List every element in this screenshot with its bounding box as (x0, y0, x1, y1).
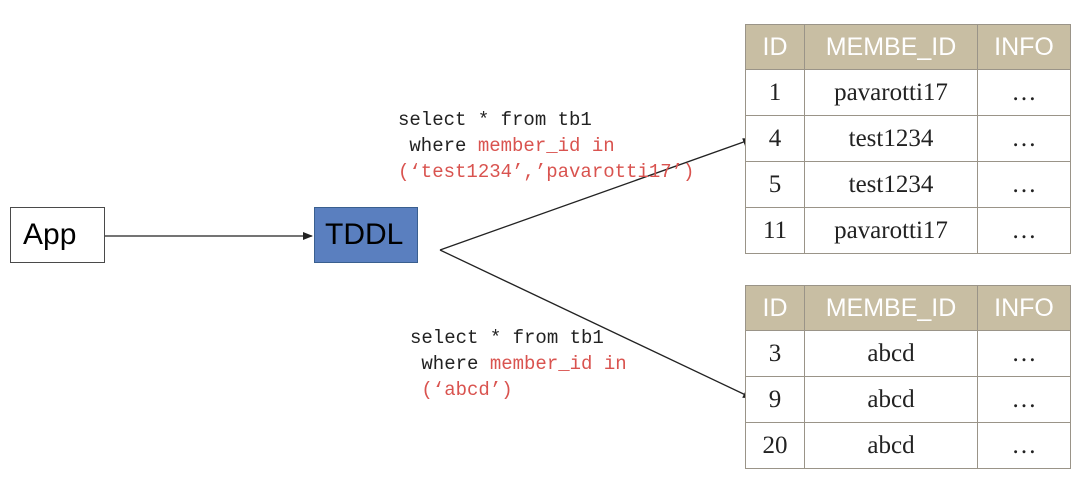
cell-member-id: pavarotti17 (804, 207, 978, 254)
cell-info: … (977, 69, 1071, 116)
cell-info: … (977, 115, 1071, 162)
query-1-line-3: (‘test1234’,’pavarotti17’) (398, 161, 695, 183)
table-row: 9 abcd … (745, 376, 1071, 423)
header-member-id: MEMBE_ID (804, 285, 978, 331)
cell-info: … (977, 161, 1071, 208)
table-row: 20 abcd … (745, 422, 1071, 469)
query-1-member-id: member_id in (477, 135, 615, 157)
app-label: App (23, 218, 77, 251)
query-1: select * from tb1 where member_id in(‘te… (398, 107, 694, 185)
cell-info: … (977, 376, 1071, 423)
table-header-row: ID MEMBE_ID INFO (745, 285, 1071, 331)
table-row: 4 test1234 … (745, 115, 1071, 162)
query-2-line-3: (‘abcd’) (410, 379, 513, 401)
cell-info: … (977, 207, 1071, 254)
cell-id: 20 (745, 422, 805, 469)
query-1-line-2: where member_id in (398, 133, 694, 159)
header-info: INFO (977, 285, 1071, 331)
table-header-row: ID MEMBE_ID INFO (745, 24, 1071, 70)
cell-member-id: test1234 (804, 115, 978, 162)
cell-id: 9 (745, 376, 805, 423)
table-row: 11 pavarotti17 … (745, 207, 1071, 254)
app-box: App (10, 207, 105, 263)
cell-member-id: pavarotti17 (804, 69, 978, 116)
db-table-1: ID MEMBE_ID INFO 1 pavarotti17 … 4 test1… (745, 24, 1071, 254)
header-info: INFO (977, 24, 1071, 70)
table-row: 3 abcd … (745, 330, 1071, 377)
db-table-2: ID MEMBE_ID INFO 3 abcd … 9 abcd … 20 ab… (745, 285, 1071, 469)
cell-id: 3 (745, 330, 805, 377)
cell-info: … (977, 330, 1071, 377)
cell-member-id: abcd (804, 376, 978, 423)
query-1-where: where (398, 135, 478, 157)
query-2-member-id: member_id in (489, 353, 627, 375)
header-id: ID (745, 24, 805, 70)
table-row: 1 pavarotti17 … (745, 69, 1071, 116)
tddl-to-table1-arrow (439, 138, 753, 251)
tddl-to-table2-arrow (439, 249, 753, 399)
tddl-label: TDDL (325, 218, 404, 251)
query-2-where: where (410, 353, 490, 375)
cell-member-id: abcd (804, 330, 978, 377)
query-2-line-1: select * from tb1 (410, 327, 604, 349)
query-2-line-2: where member_id in (410, 351, 627, 377)
cell-id: 4 (745, 115, 805, 162)
cell-member-id: test1234 (804, 161, 978, 208)
tddl-box: TDDL (314, 207, 418, 263)
cell-id: 1 (745, 69, 805, 116)
query-2: select * from tb1 where member_id in (‘a… (410, 325, 627, 403)
cell-id: 5 (745, 161, 805, 208)
cell-member-id: abcd (804, 422, 978, 469)
query-1-line-1: select * from tb1 (398, 109, 592, 131)
table-row: 5 test1234 … (745, 161, 1071, 208)
header-member-id: MEMBE_ID (804, 24, 978, 70)
header-id: ID (745, 285, 805, 331)
cell-info: … (977, 422, 1071, 469)
cell-id: 11 (745, 207, 805, 254)
